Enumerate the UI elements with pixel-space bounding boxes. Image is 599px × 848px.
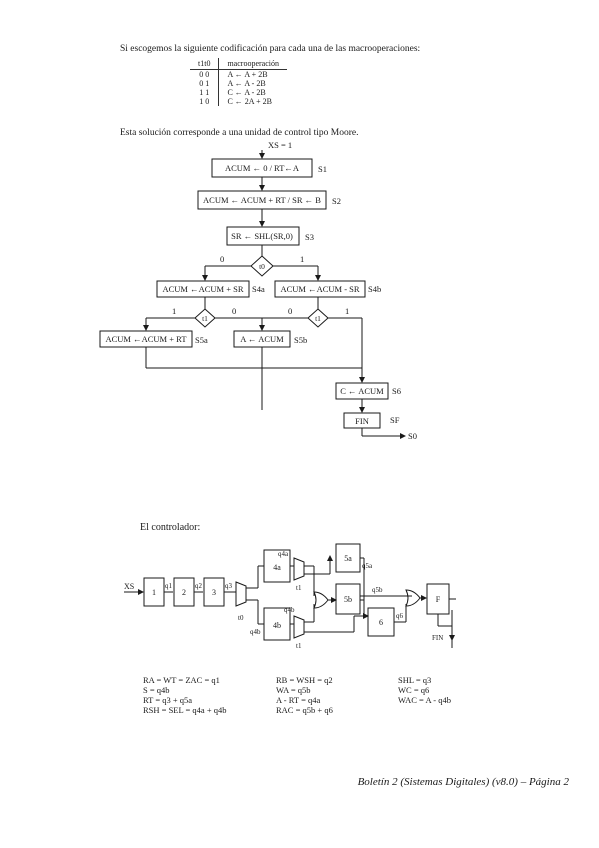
controller-circuit [124, 543, 456, 648]
ff-4a-label: 4a [273, 563, 281, 572]
or-gate-f [405, 589, 421, 607]
ff-f-label: F [436, 595, 441, 604]
state-s5a-label: S5a [195, 335, 208, 345]
t1-label-upper: t1 [296, 584, 302, 592]
flow-start-label: XS = 1 [268, 140, 292, 150]
state-s5b-text: A ← ACUM [240, 334, 284, 344]
ff-3-label: 3 [212, 588, 216, 597]
t0-label: t0 [238, 614, 244, 622]
state-s1-text: ACUM ← 0 / RT←A [225, 163, 300, 173]
decision-t1-right [307, 308, 329, 328]
equation: RB = WSH = q2 [276, 675, 333, 685]
encoding-table: t1t0 macrooperación 0 0 A ← A + 2B 0 1 A… [190, 58, 287, 106]
branch-label-0: 0 [220, 254, 224, 264]
table-row: 0 0 A ← A + 2B [190, 69, 287, 79]
state-s1-label: S1 [318, 164, 327, 174]
decision-t1-right-text: t1 [315, 314, 321, 323]
t1-label-lower: t1 [296, 642, 302, 650]
state-s4b-label: S4b [368, 284, 381, 294]
equations-col-1: RA = WT = ZAC = q1 S = q4b RT = q3 + q5a… [143, 675, 227, 715]
equation: WAC = A - q4b [398, 695, 451, 705]
equation: RAC = q5b + q6 [276, 705, 333, 715]
q4a-label: q4a [278, 550, 289, 558]
state-s6-text: C ← ACUM [340, 386, 384, 396]
state-s3-box [226, 226, 300, 246]
end-state-label: S0 [408, 431, 417, 441]
equation: RSH = SEL = q4a + q4b [143, 705, 227, 715]
decision-t0-text: t0 [259, 262, 265, 271]
branch-label-0-left: 0 [232, 306, 236, 316]
equation: S = q4b [143, 685, 170, 695]
equation: RA = WT = ZAC = q1 [143, 675, 220, 685]
state-s6-label: S6 [392, 386, 401, 396]
table-cell: 0 1 [190, 79, 220, 88]
state-s3-text: SR ← SHL(SR,0) [231, 231, 293, 241]
equation: WC = q6 [398, 685, 430, 695]
equation: RT = q3 + q5a [143, 695, 193, 705]
controller-title: El controlador: [140, 522, 201, 533]
ff-6-label: 6 [379, 618, 383, 627]
state-s5a-text: ACUM ←ACUM + RT [105, 334, 187, 344]
decision-t1-left-text: t1 [202, 314, 208, 323]
state-s4a-box [156, 280, 250, 298]
table-cell: 1 0 [190, 97, 220, 106]
q1-label: q1 [165, 582, 173, 590]
table-cell: C ← 2A + 2B [227, 97, 272, 106]
state-sf-label: SF [390, 415, 400, 425]
q4b-label-lower: q4b [250, 628, 261, 636]
ff-4b-label: 4b [273, 621, 281, 630]
branch-label-1: 1 [300, 254, 304, 264]
table-cell: A ← A + 2B [227, 70, 268, 79]
state-s2-label: S2 [332, 196, 341, 206]
state-s2-text: ACUM ← ACUM + RT / SR ← B [203, 195, 321, 205]
state-sf-text: FIN [355, 416, 369, 426]
state-s4b-box [274, 280, 366, 298]
state-s4a-text: ACUM ←ACUM + SR [162, 284, 243, 294]
ff-5b-label: 5b [344, 595, 352, 604]
equations-col-2: RB = WSH = q2 WA = q5b A - RT = q4a RAC … [276, 675, 333, 715]
q2-label: q2 [195, 582, 203, 590]
table-cell: 1 1 [190, 88, 220, 97]
branch-label-0-right: 0 [288, 306, 292, 316]
equation: A - RT = q4a [276, 695, 321, 705]
table-row: 0 1 A ← A - 2B [190, 79, 287, 88]
ff-2-label: 2 [182, 588, 186, 597]
demux-t0 [235, 581, 247, 607]
equations-col-3: SHL = q3 WC = q6 WAC = A - q4b [398, 675, 451, 705]
q4b-label: q4b [284, 606, 295, 614]
equation: WA = q5b [276, 685, 311, 695]
moore-text: Esta solución corresponde a una unidad d… [120, 128, 359, 138]
q3-label: q3 [225, 582, 233, 590]
ff-5a-label: 5a [344, 554, 352, 563]
table-row: 1 1 C ← A - 2B [190, 88, 287, 97]
branch-label-1-right: 1 [345, 306, 349, 316]
ff-5b [335, 583, 361, 615]
table-cell: 0 0 [190, 69, 220, 79]
q5b-label: q5b [372, 586, 383, 594]
state-s3-label: S3 [305, 232, 314, 242]
state-s4a-label: S4a [252, 284, 265, 294]
decision-t1-left [194, 308, 216, 328]
branch-label-1-left: 1 [172, 306, 176, 316]
table-row: 1 0 C ← 2A + 2B [190, 97, 287, 106]
or-gate-5b [313, 591, 329, 609]
table-header-macro: macrooperación [218, 58, 287, 70]
state-s4b-text: ACUM ←ACUM - SR [280, 284, 359, 294]
demux-t1-lower [293, 615, 305, 639]
page-footer: Boletín 2 (Sistemas Digitales) (v8.0) – … [357, 776, 569, 788]
fin-label: FIN [432, 634, 443, 642]
state-s5b-label: S5b [294, 335, 307, 345]
intro-text: Si escogemos la siguiente codificación p… [120, 44, 421, 54]
decision-t0 [250, 255, 274, 277]
q5a-label: q5a [362, 562, 373, 570]
table-cell: A ← A - 2B [227, 79, 266, 88]
equation: SHL = q3 [398, 675, 432, 685]
table-cell: C ← A - 2B [227, 88, 266, 97]
ff-1-label: 1 [152, 588, 156, 597]
input-xs-label: XS [124, 582, 134, 591]
q6-label: q6 [396, 612, 404, 620]
table-header-code: t1t0 [190, 58, 220, 70]
demux-t1-upper [293, 557, 305, 581]
